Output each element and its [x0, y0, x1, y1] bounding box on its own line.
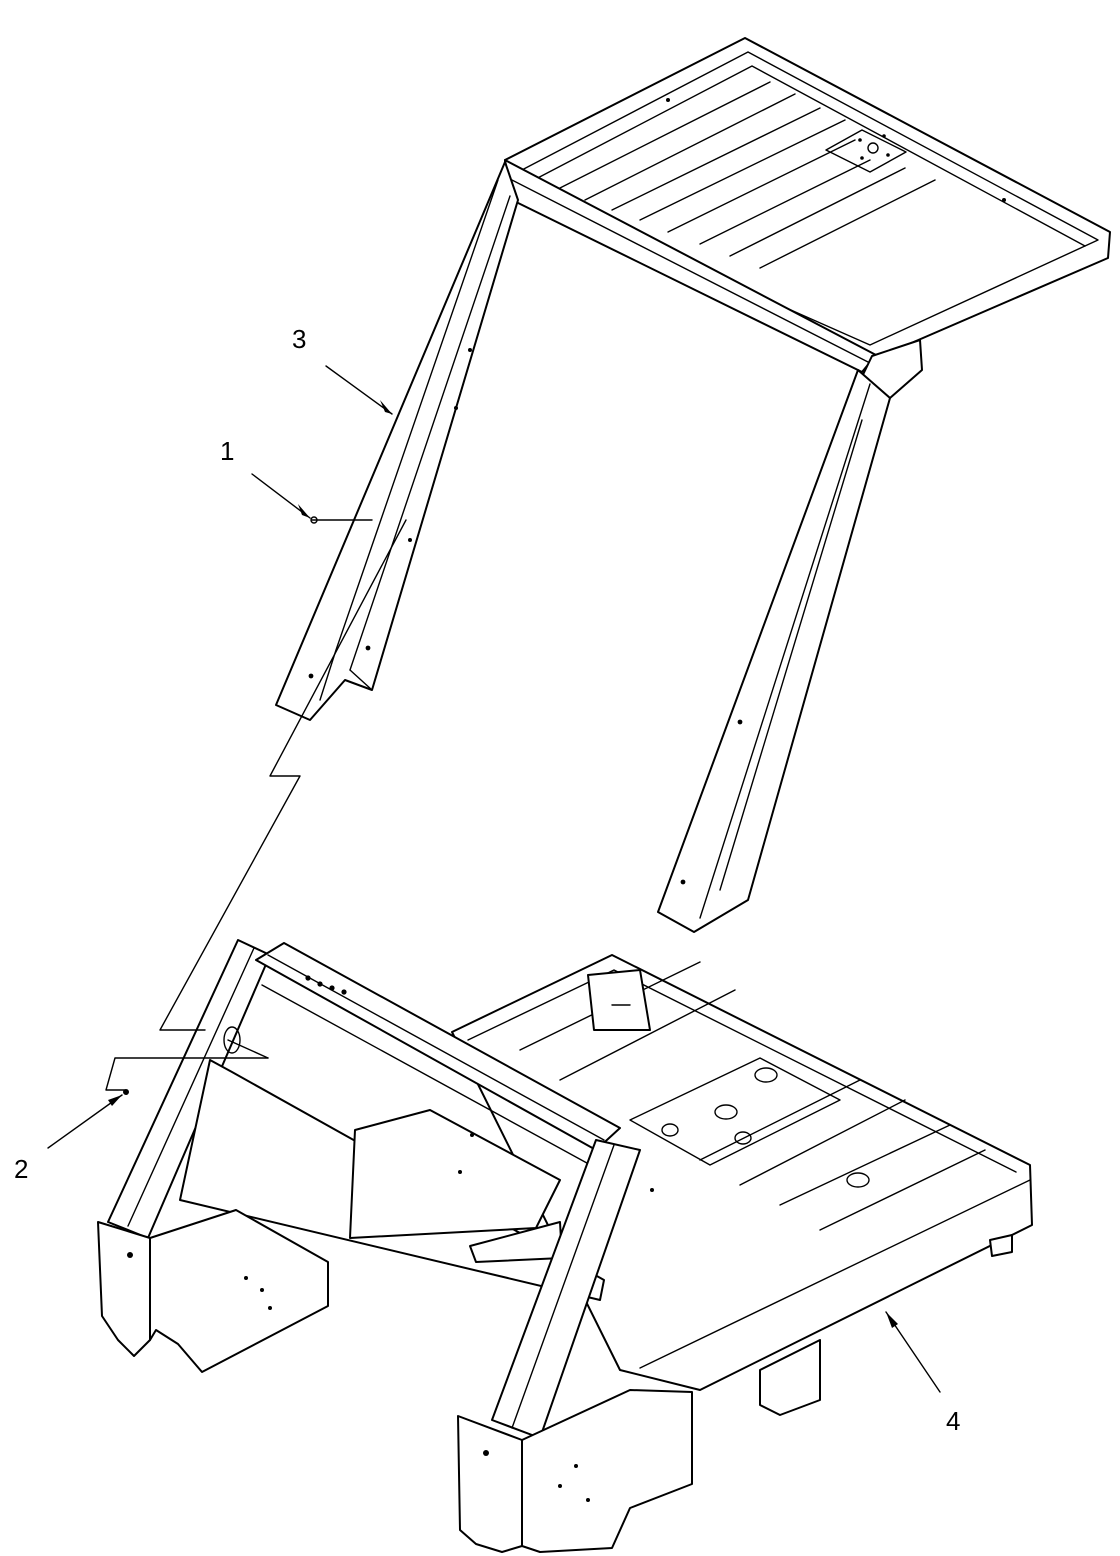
callout-leader-1	[251, 473, 318, 524]
canopy-roof-frame	[504, 37, 1111, 361]
base-left-housing	[97, 1221, 151, 1357]
base-center-plate	[629, 1057, 841, 1166]
assembly-alignment-line-2	[105, 1057, 269, 1091]
callout-leader-3	[325, 365, 393, 415]
roof-mount-plate	[825, 129, 907, 173]
callout-4-label: 4	[946, 1406, 960, 1436]
canopy-assembly	[275, 37, 1111, 933]
base-right-housing	[457, 1415, 523, 1553]
callout-3-label: 3	[292, 324, 306, 354]
canopy-left-post	[275, 161, 519, 721]
callout-2-label: 2	[14, 1154, 28, 1184]
callout-1-label: 1	[220, 436, 234, 466]
base-frame-assembly	[97, 939, 1033, 1553]
canopy-right-post	[657, 369, 891, 933]
callout-leader-4	[885, 1311, 941, 1393]
assembly-alignment-line-1	[159, 519, 407, 1031]
base-right-upright	[491, 1139, 641, 1439]
callout-leader-2	[47, 1089, 129, 1149]
